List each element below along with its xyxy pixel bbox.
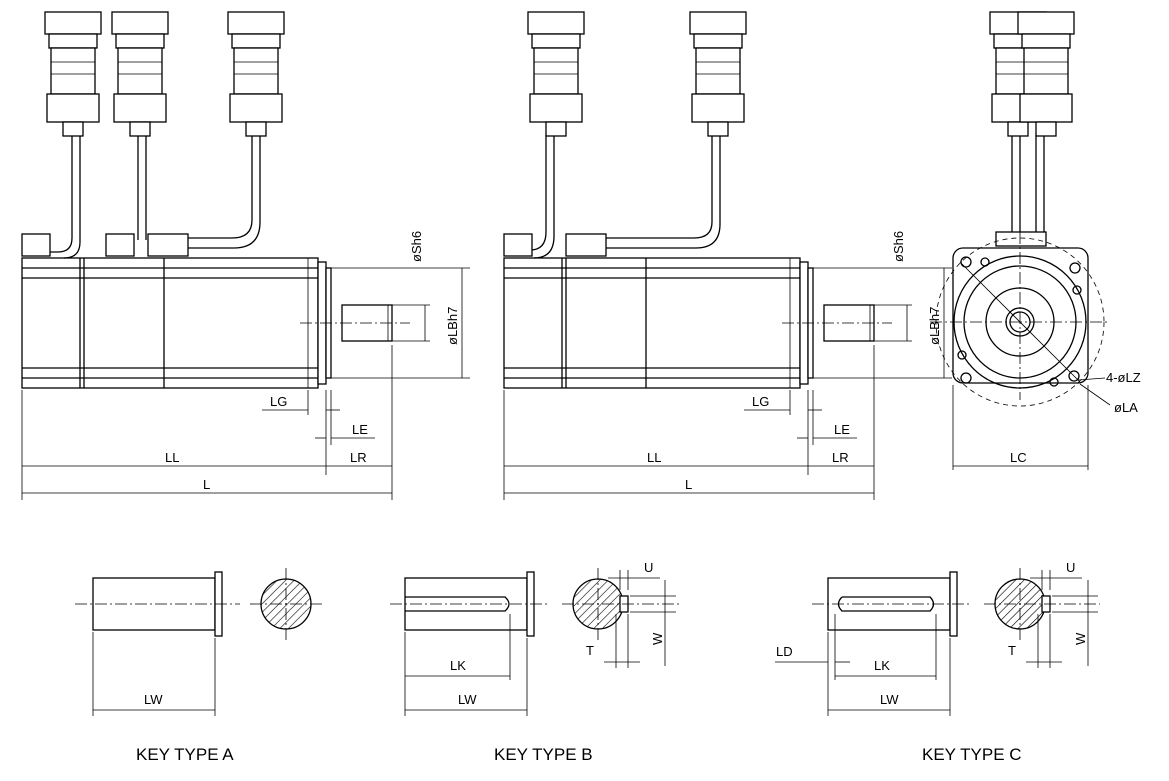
motor-side-view-2: LG LE LL LR L øSh6 øLBh7 bbox=[503, 11, 953, 501]
dim-LE: LE bbox=[352, 422, 368, 437]
key-type-b: U T W LK LW KEY TYPE B bbox=[390, 560, 680, 764]
dim-LK: LK bbox=[874, 658, 890, 673]
motor-side-view-1: LG LE LL LR L øSh6 øLBh7 bbox=[21, 11, 471, 501]
key-type-a-caption: KEY TYPE A bbox=[136, 745, 234, 764]
key-type-c: U T W LD LK LW KEY TYPE C bbox=[775, 560, 1100, 764]
dim-LG: LG bbox=[752, 394, 769, 409]
motor-front-view: 4-øLZ øLA LC bbox=[930, 11, 1141, 470]
dim-LD: LD bbox=[776, 644, 793, 659]
dim-L: L bbox=[685, 477, 692, 492]
key-type-c-caption: KEY TYPE C bbox=[922, 745, 1022, 764]
dim-Sh6: øSh6 bbox=[409, 231, 424, 262]
dim-LL: LL bbox=[647, 450, 661, 465]
dim-W: W bbox=[650, 632, 665, 645]
dim-W: W bbox=[1073, 632, 1088, 645]
dim-L: L bbox=[203, 477, 210, 492]
dim-LW: LW bbox=[880, 692, 899, 707]
dim-LK: LK bbox=[450, 658, 466, 673]
dim-LR: LR bbox=[350, 450, 367, 465]
dim-LR: LR bbox=[832, 450, 849, 465]
dim-LG: LG bbox=[270, 394, 287, 409]
dim-T: T bbox=[1008, 643, 1016, 658]
dim-LBh7: øLBh7 bbox=[927, 307, 942, 345]
dim-LA: øLA bbox=[1114, 400, 1138, 415]
dim-LW: LW bbox=[458, 692, 477, 707]
dim-LZ: 4-øLZ bbox=[1106, 370, 1141, 385]
dim-Sh6: øSh6 bbox=[891, 231, 906, 262]
dim-LE: LE bbox=[834, 422, 850, 437]
dim-LL: LL bbox=[165, 450, 179, 465]
dim-LW: LW bbox=[144, 692, 163, 707]
dim-U: U bbox=[1066, 560, 1075, 575]
dim-T: T bbox=[586, 643, 594, 658]
dim-U: U bbox=[644, 560, 653, 575]
dim-LBh7: øLBh7 bbox=[445, 307, 460, 345]
key-type-a: LW KEY TYPE A bbox=[75, 568, 322, 764]
dim-LC: LC bbox=[1010, 450, 1027, 465]
key-type-b-caption: KEY TYPE B bbox=[494, 745, 593, 764]
